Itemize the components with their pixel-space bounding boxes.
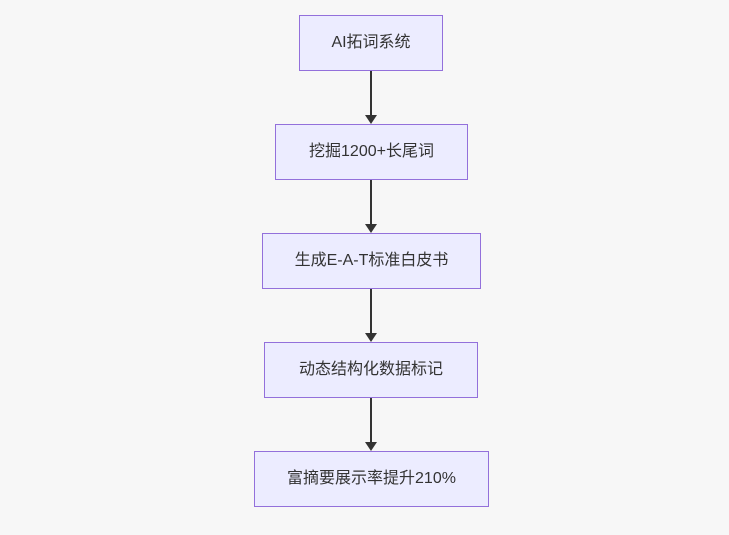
flow-node-longtail-mining: 挖掘1200+长尾词 <box>275 124 468 180</box>
flow-node-rich-snippet-result: 富摘要展示率提升210% <box>254 451 489 507</box>
connector-arrow-2 <box>365 180 377 233</box>
flow-node-label: 富摘要展示率提升210% <box>287 470 456 487</box>
arrow-line <box>370 180 372 225</box>
connector-arrow-3 <box>365 289 377 342</box>
arrow-line <box>370 71 372 116</box>
arrowhead-down-icon <box>365 442 377 451</box>
flow-node-label: 动态结构化数据标记 <box>298 361 443 378</box>
flow-node-label: 生成E-A-T标准白皮书 <box>294 252 449 269</box>
flow-node-eat-whitepaper: 生成E-A-T标准白皮书 <box>262 233 481 289</box>
arrowhead-down-icon <box>365 333 377 342</box>
flow-node-label: 挖掘1200+长尾词 <box>309 143 434 160</box>
arrow-line <box>370 289 372 334</box>
connector-arrow-4 <box>365 398 377 451</box>
flow-node-structured-data: 动态结构化数据标记 <box>264 342 478 398</box>
flow-node-ai-word-system: AI拓词系统 <box>299 15 443 71</box>
arrow-line <box>370 398 372 443</box>
arrowhead-down-icon <box>365 115 377 124</box>
arrowhead-down-icon <box>365 224 377 233</box>
connector-arrow-1 <box>365 71 377 124</box>
flow-node-label: AI拓词系统 <box>331 34 411 51</box>
